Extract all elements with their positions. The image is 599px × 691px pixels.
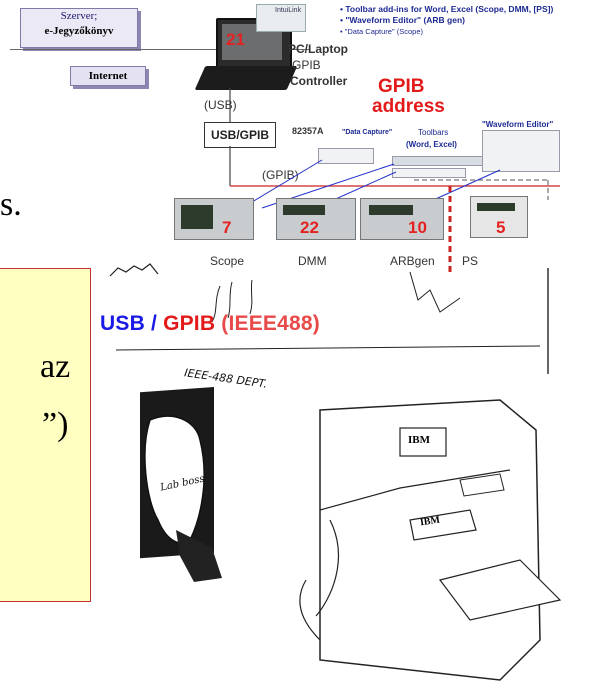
title-usb: USB	[100, 312, 145, 335]
cartoon-ceiling-right	[410, 272, 460, 312]
cartoon-hatch-3	[250, 280, 252, 314]
cartoon-plug	[300, 580, 320, 640]
title-slash: /	[145, 312, 163, 335]
usb-gpib-title: USB / GPIB (IEEE488)	[100, 312, 320, 336]
title-ieee: (IEEE488)	[215, 312, 320, 335]
cartoon-ceiling-left	[110, 264, 158, 276]
title-gpib: GPIB	[163, 312, 215, 335]
cartoon-ibm-logo-1: IBM	[408, 434, 430, 446]
cartoon-horizon	[116, 346, 540, 350]
